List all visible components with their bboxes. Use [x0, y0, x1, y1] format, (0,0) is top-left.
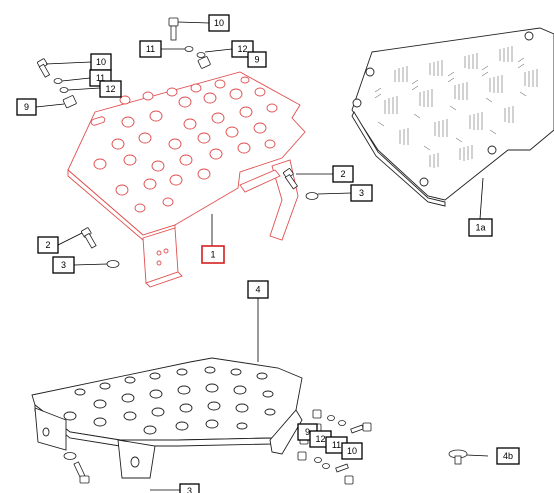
callout-2-left: 2: [37, 236, 59, 254]
tread-pattern: [374, 46, 538, 168]
hardware: [37, 17, 468, 485]
step-plate-1: [67, 71, 306, 288]
knob-4b: [448, 449, 468, 465]
callout-10-top: 10: [208, 14, 230, 32]
callout-label: 3: [187, 486, 192, 493]
callout-label: 2: [340, 169, 345, 179]
callout-label: 10: [214, 18, 224, 28]
callout-4: 4: [247, 280, 269, 299]
step-plate-4: [31, 357, 303, 479]
callout-label: 3: [359, 188, 364, 198]
callout-10-bottom: 10: [341, 442, 363, 460]
callout-label: 12: [315, 434, 325, 444]
callout-label: 4b: [503, 451, 513, 461]
callout-4b: 4b: [496, 447, 520, 465]
callout-label: 12: [237, 44, 247, 54]
callout-label: 11: [96, 73, 105, 83]
callout-label: 4: [255, 285, 260, 295]
callout-12-left: 12: [99, 80, 122, 98]
callout-label: 2: [45, 240, 50, 250]
callout-1a: 1a: [468, 218, 493, 237]
callout-label: 11: [146, 44, 155, 54]
step-4-holes: [63, 366, 276, 435]
callout-label: 9: [305, 427, 310, 437]
tread-plate-1a: [351, 27, 554, 207]
callout-label: 11: [332, 440, 341, 450]
callout-label: 1: [210, 250, 215, 260]
callout-11-top: 11: [139, 40, 162, 58]
callout-9-left: 9: [16, 98, 37, 116]
callout-3-left: 3: [52, 256, 75, 274]
callout-label: 10: [347, 446, 357, 456]
callout-10-left: 10: [90, 53, 112, 71]
callout-1: 1: [201, 245, 225, 264]
leader-lines: [35, 21, 489, 491]
bolt-10-top: [168, 17, 179, 41]
callout-3-bottom: 3: [179, 483, 200, 493]
callout-label: 3: [61, 260, 66, 270]
callout-label: 9: [24, 102, 29, 112]
callout-2-right: 2: [332, 165, 354, 183]
callout-label: 10: [96, 57, 106, 67]
callout-label: 12: [105, 84, 115, 94]
callout-9-top: 9: [247, 51, 267, 68]
callout-3-right: 3: [350, 184, 373, 202]
step-holes: [93, 76, 278, 213]
callout-label: 9: [254, 55, 259, 65]
callout-label: 1a: [475, 223, 485, 233]
